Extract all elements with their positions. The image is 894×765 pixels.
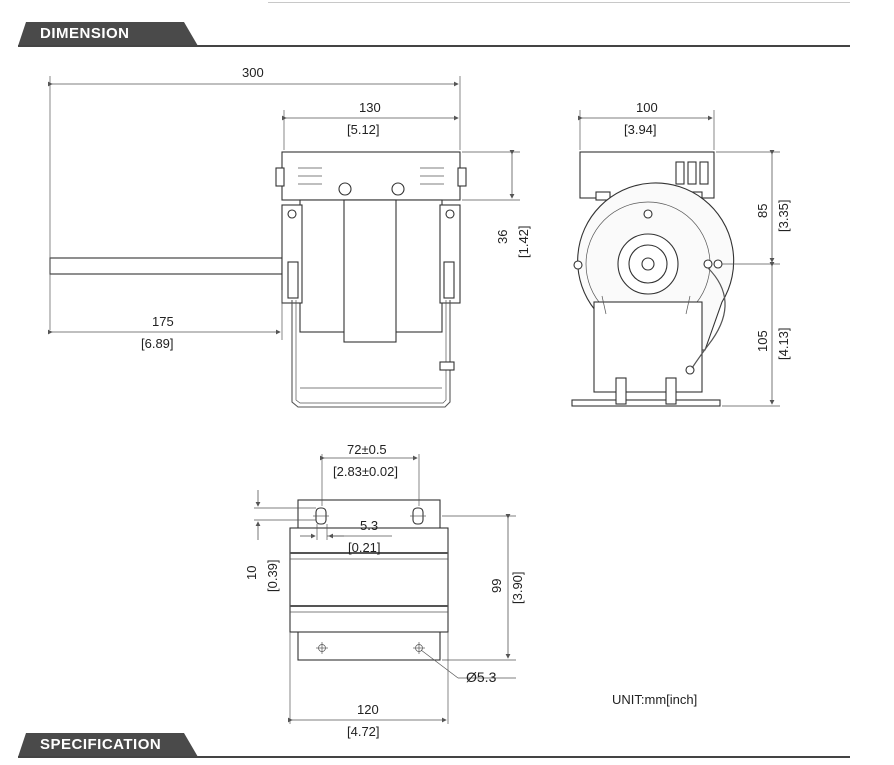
tab-shape bbox=[18, 733, 198, 757]
dim-300: 300 bbox=[242, 65, 264, 80]
dim-99-in: [3.90] bbox=[510, 571, 525, 604]
unit-note: UNIT:mm[inch] bbox=[612, 692, 698, 707]
section-title-specification: SPECIFICATION bbox=[40, 736, 162, 753]
section-tab-dimension: DIMENSION bbox=[18, 22, 198, 46]
dim-72-in: [2.83±0.02] bbox=[333, 464, 398, 479]
dim-85: 85 bbox=[755, 204, 770, 218]
dim-5-3: 5.3 bbox=[360, 518, 378, 533]
dim-175: 175 bbox=[152, 314, 174, 329]
side-view: 300 130 [5.12] 175 [6.89] 36 [1.42] bbox=[48, 65, 531, 408]
dim-36-in: [1.42] bbox=[516, 225, 531, 258]
dim-36: 36 bbox=[495, 230, 510, 244]
dim-130-in: [5.12] bbox=[347, 122, 380, 137]
dim-100: 100 bbox=[636, 100, 658, 115]
bottom-view: 72±0.5 [2.83±0.02] 5.3 [0.21] 10 [0.39] … bbox=[244, 442, 525, 739]
section-rule-specification bbox=[18, 756, 850, 758]
dim-10-in: [0.39] bbox=[265, 559, 280, 592]
tab-shape bbox=[18, 22, 198, 46]
dim-72: 72±0.5 bbox=[347, 442, 387, 457]
dim-120-in: [4.72] bbox=[347, 724, 380, 739]
dim-hole-dia: Ø5.3 bbox=[466, 669, 497, 685]
dim-130: 130 bbox=[359, 100, 381, 115]
front-view: 100 [3.94] 85 [3.35] 105 [4.13] bbox=[571, 100, 791, 407]
dim-85-in: [3.35] bbox=[776, 199, 791, 232]
dim-175-in: [6.89] bbox=[141, 336, 174, 351]
section-tab-specification: SPECIFICATION bbox=[18, 733, 198, 757]
dim-5-3-in: [0.21] bbox=[348, 540, 381, 555]
dim-99: 99 bbox=[489, 579, 504, 593]
dim-105: 105 bbox=[755, 330, 770, 352]
dim-120: 120 bbox=[357, 702, 379, 717]
top-divider bbox=[268, 2, 850, 3]
section-title-dimension: DIMENSION bbox=[40, 25, 130, 42]
dim-10: 10 bbox=[244, 566, 259, 580]
dim-100-in: [3.94] bbox=[624, 122, 657, 137]
section-rule-dimension bbox=[18, 45, 850, 47]
dim-105-in: [4.13] bbox=[776, 327, 791, 360]
